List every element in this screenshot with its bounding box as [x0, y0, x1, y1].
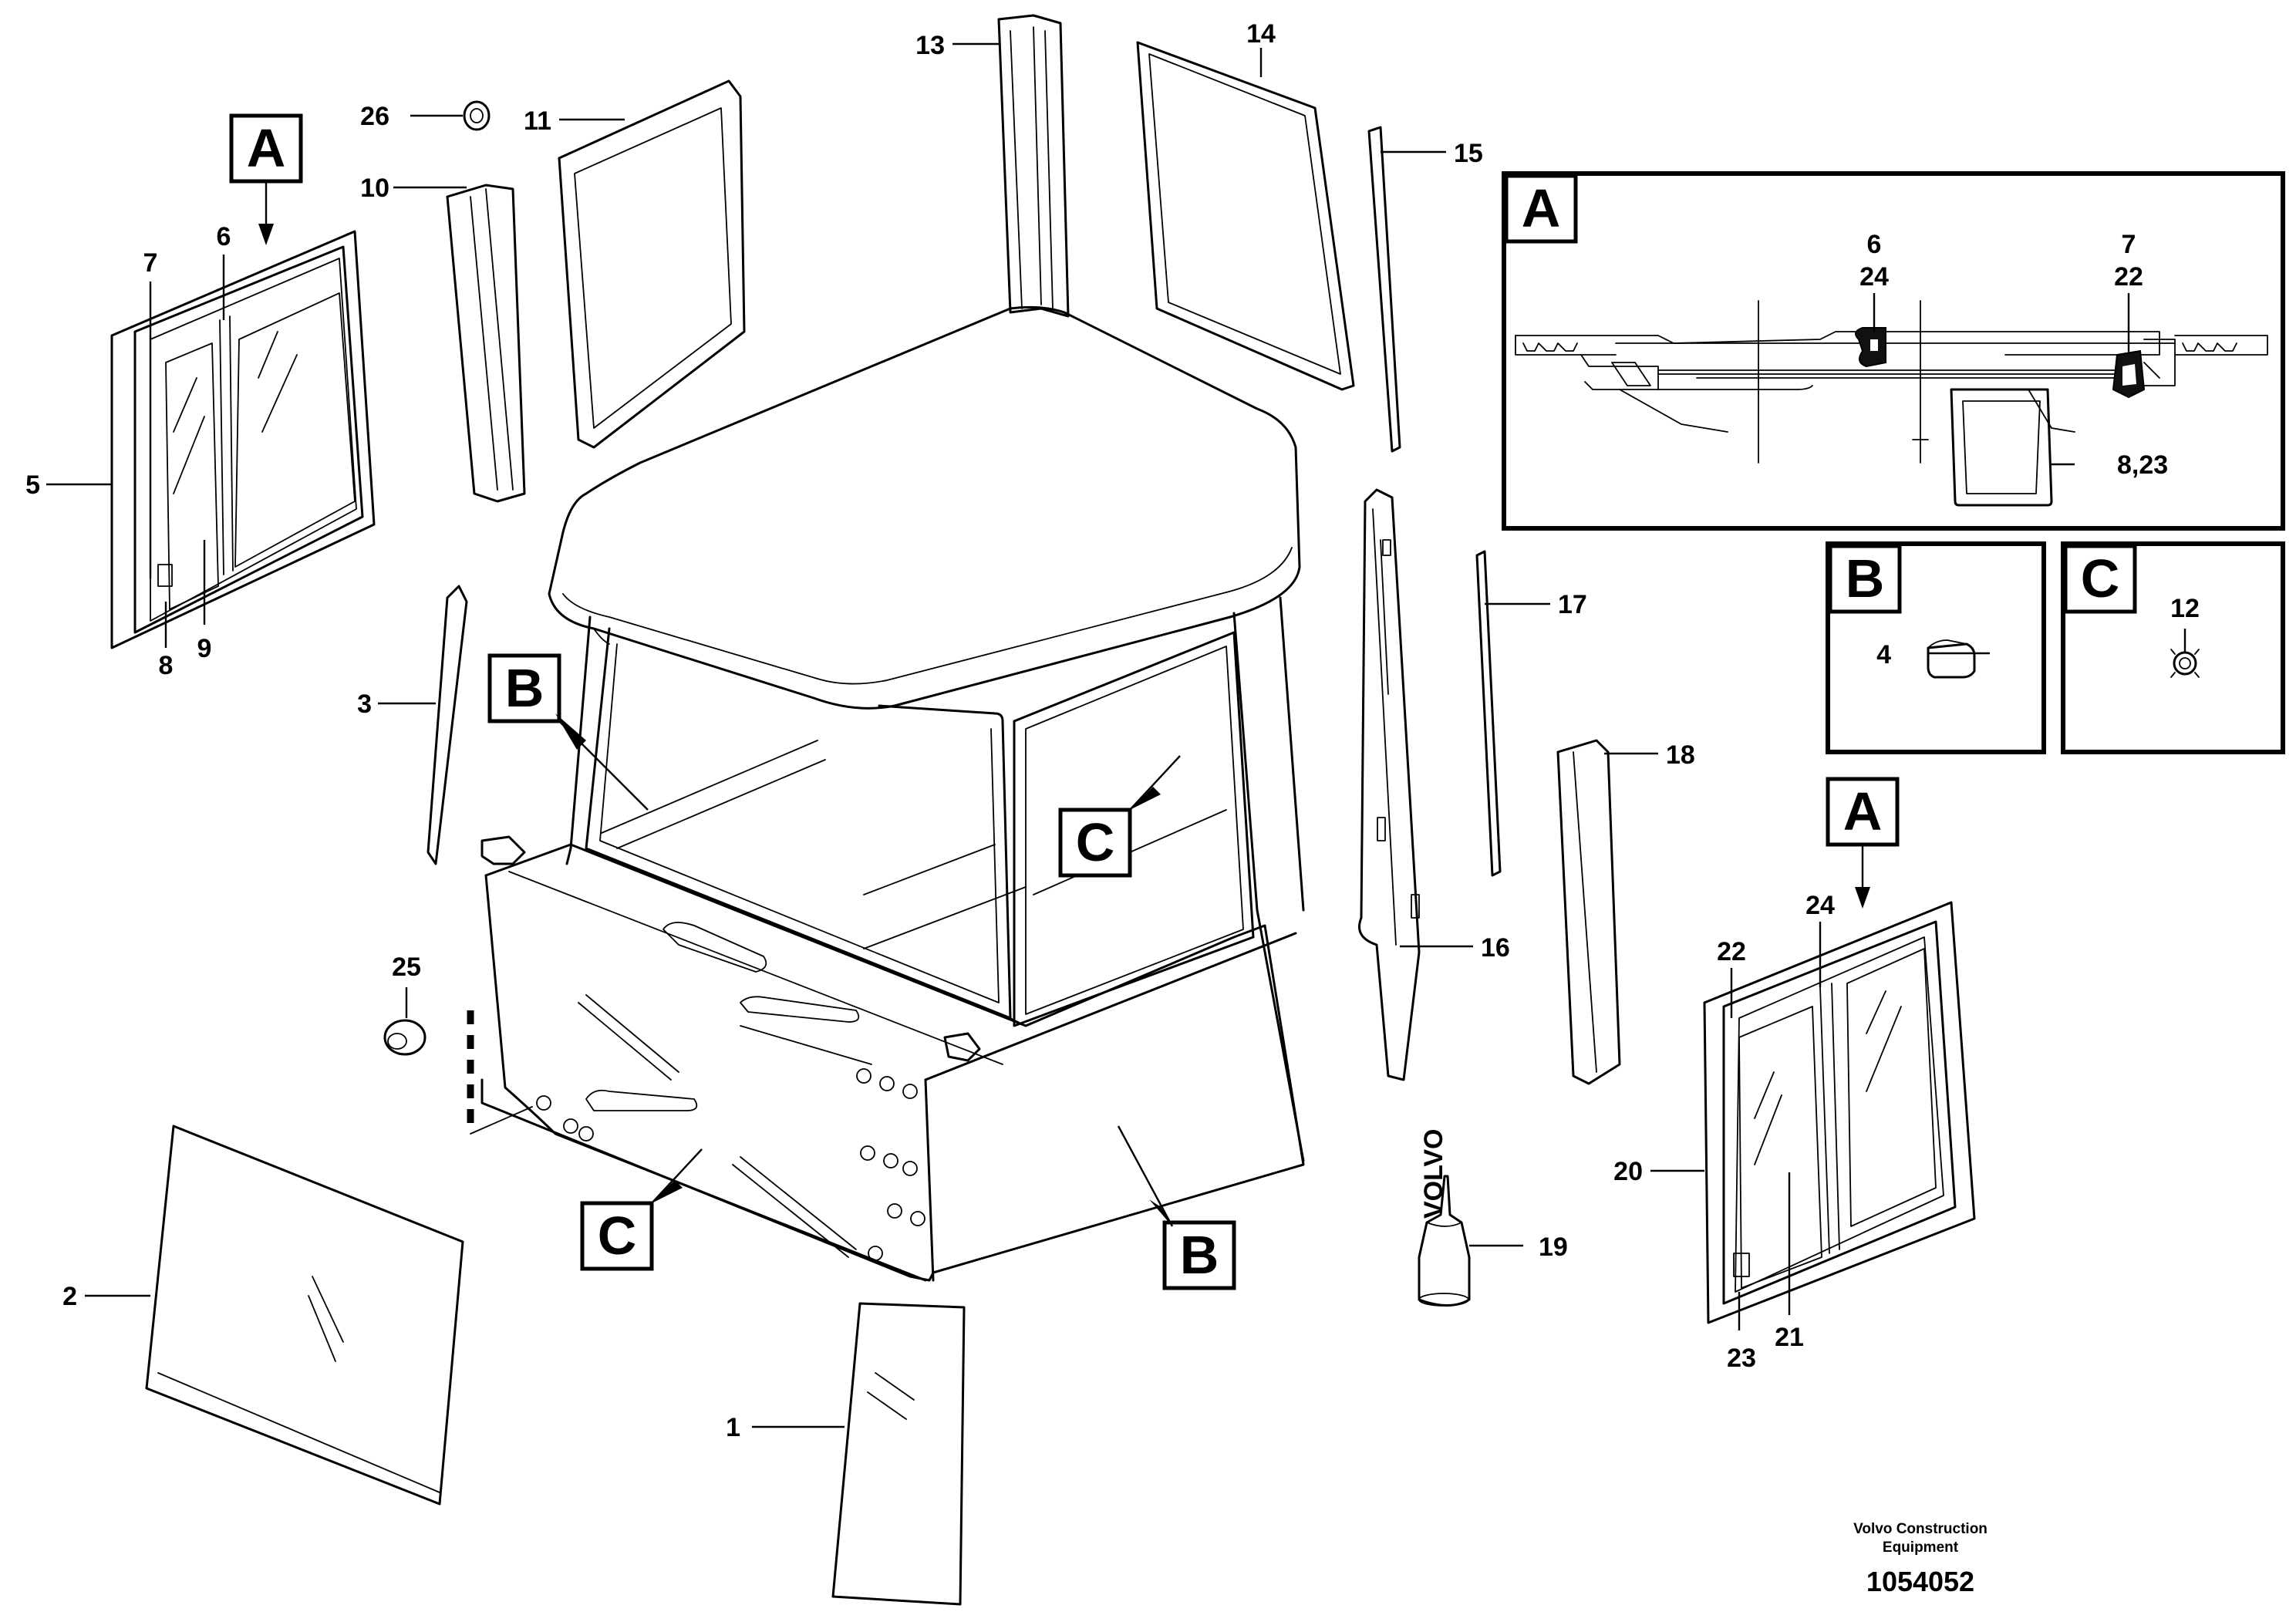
label-3: 3: [357, 690, 372, 719]
label-24: 24: [1805, 891, 1835, 920]
leader-lines: [46, 42, 2186, 1428]
part-number-labels: 1 2 3 4 5 6 7 8 9 10 11 12 13 14 15 16 1…: [25, 19, 2200, 1442]
label-23: 23: [1727, 1344, 1756, 1373]
detail-a-label-7: 7: [2122, 230, 2136, 259]
callout-c-upper: C: [1058, 755, 1181, 878]
callout-b-lower: B: [1117, 1125, 1236, 1290]
callout-c-lower: C: [580, 1148, 703, 1271]
part-16-door-glass: [1358, 488, 1421, 1081]
part-19-adhesive-bottle: VOLVO: [1418, 1129, 1471, 1307]
detail-panel-a: [1502, 171, 2285, 531]
callout-b-upper-text: B: [505, 658, 544, 718]
callout-a-panel-text: A: [1522, 178, 1561, 238]
label-12: 12: [2170, 594, 2200, 623]
company-name-line1: Volvo Construction: [1853, 1521, 1988, 1537]
part-18-trim-cover: [1556, 739, 1621, 1085]
label-2: 2: [62, 1282, 77, 1311]
label-21: 21: [1775, 1323, 1804, 1352]
part-1-lower-glass: [831, 1302, 966, 1606]
callout-a-panel-tag: A: [1504, 174, 1578, 244]
part-10-trim-profile: [446, 184, 526, 503]
callout-b-lower-text: B: [1180, 1225, 1219, 1285]
label-9: 9: [197, 634, 212, 663]
callout-a-right: A: [1826, 777, 1900, 909]
label-17: 17: [1558, 590, 1587, 619]
part-14-rear-glass: [1136, 41, 1355, 391]
left-sliding-window: [110, 230, 376, 649]
callout-a-left-text: A: [247, 118, 286, 178]
label-25: 25: [392, 953, 421, 982]
label-10: 10: [360, 174, 389, 203]
bottle-brand-text: VOLVO: [1419, 1129, 1448, 1219]
part-3-narrow-glass: [426, 585, 468, 865]
right-sliding-window: [1703, 901, 1976, 1324]
label-14: 14: [1246, 19, 1276, 49]
part-15-seal-strip: [1367, 126, 1401, 453]
callout-c-panel-tag: C: [2063, 544, 2137, 614]
part-11-window: [558, 79, 746, 449]
drawing-footer: Volvo Construction Equipment 1054052: [1853, 1521, 1988, 1597]
label-7: 7: [143, 248, 158, 278]
detail-a-label-22: 22: [2114, 262, 2143, 292]
label-4: 4: [1876, 640, 1891, 669]
part-17-seal-strip: [1475, 550, 1502, 877]
callout-b-panel-tag: B: [1828, 544, 1902, 614]
label-15: 15: [1454, 139, 1483, 168]
label-19: 19: [1539, 1233, 1568, 1262]
company-name-line2: Equipment: [1883, 1539, 1959, 1556]
callout-b-panel-text: B: [1846, 548, 1885, 609]
callout-c-lower-text: C: [598, 1206, 637, 1266]
detail-a-label-6: 6: [1867, 230, 1882, 259]
drawing-number: 1054052: [1866, 1566, 1974, 1597]
label-20: 20: [1613, 1157, 1643, 1186]
callout-a-left: A: [229, 113, 303, 245]
callout-a-right-text: A: [1843, 781, 1883, 841]
detail-a-label-8-23: 8,23: [2117, 450, 2168, 480]
detail-a-labels: 6 24 7 22 8,23: [1859, 230, 2168, 480]
detail-a-label-24: 24: [1859, 262, 1889, 292]
label-11: 11: [524, 106, 551, 136]
part-13-corner-post: [997, 14, 1070, 318]
label-22: 22: [1717, 937, 1746, 966]
label-5: 5: [25, 470, 40, 500]
label-6: 6: [217, 222, 231, 251]
label-26: 26: [360, 102, 389, 131]
label-1: 1: [726, 1413, 740, 1442]
callout-b-upper: B: [487, 653, 649, 811]
label-18: 18: [1666, 740, 1695, 770]
label-13: 13: [915, 31, 945, 60]
part-2-front-glass: [145, 1125, 464, 1506]
part-25-grommet: [383, 1010, 533, 1135]
label-8: 8: [159, 651, 174, 680]
label-16: 16: [1481, 933, 1510, 963]
callout-c-panel-text: C: [2081, 548, 2120, 609]
cab-body: [480, 305, 1305, 1282]
part-26-grommet: [463, 100, 491, 131]
callout-c-upper-text: C: [1076, 812, 1115, 872]
